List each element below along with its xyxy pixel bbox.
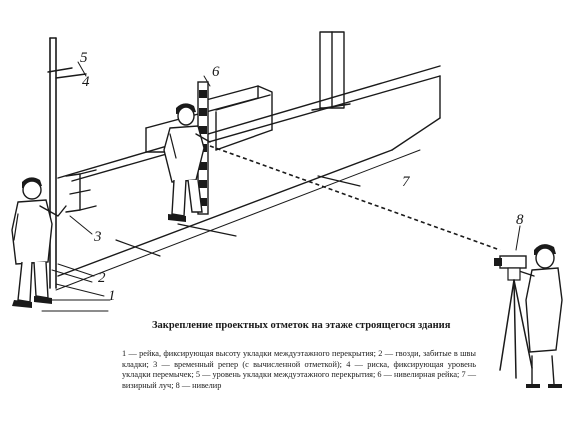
worker-level — [515, 244, 563, 388]
callout-2: 2 — [98, 270, 106, 286]
caption-legend: 1 — рейка, фиксирующая высоту укладки ме… — [122, 349, 476, 390]
temporary-benchmark — [65, 169, 97, 213]
callout-1: 1 — [108, 288, 116, 304]
floor-markings — [115, 175, 361, 257]
callout-5: 5 — [80, 50, 88, 66]
callout-4: 4 — [82, 74, 90, 90]
callout-3: 3 — [93, 229, 102, 245]
worker-staff — [163, 103, 211, 222]
worker-left — [11, 177, 67, 308]
callout-7: 7 — [402, 174, 411, 190]
callout-6: 6 — [212, 64, 220, 80]
level-instrument — [494, 255, 533, 379]
caption-title: Закрепление проектных отметок на этаже с… — [152, 320, 451, 331]
height-rod — [49, 37, 57, 289]
masonry-wall — [41, 65, 441, 312]
back-column — [311, 31, 351, 111]
leader-lines — [51, 61, 521, 297]
sight-beam — [209, 145, 501, 251]
rod-level-ticks — [47, 67, 87, 79]
callout-8: 8 — [516, 212, 524, 228]
